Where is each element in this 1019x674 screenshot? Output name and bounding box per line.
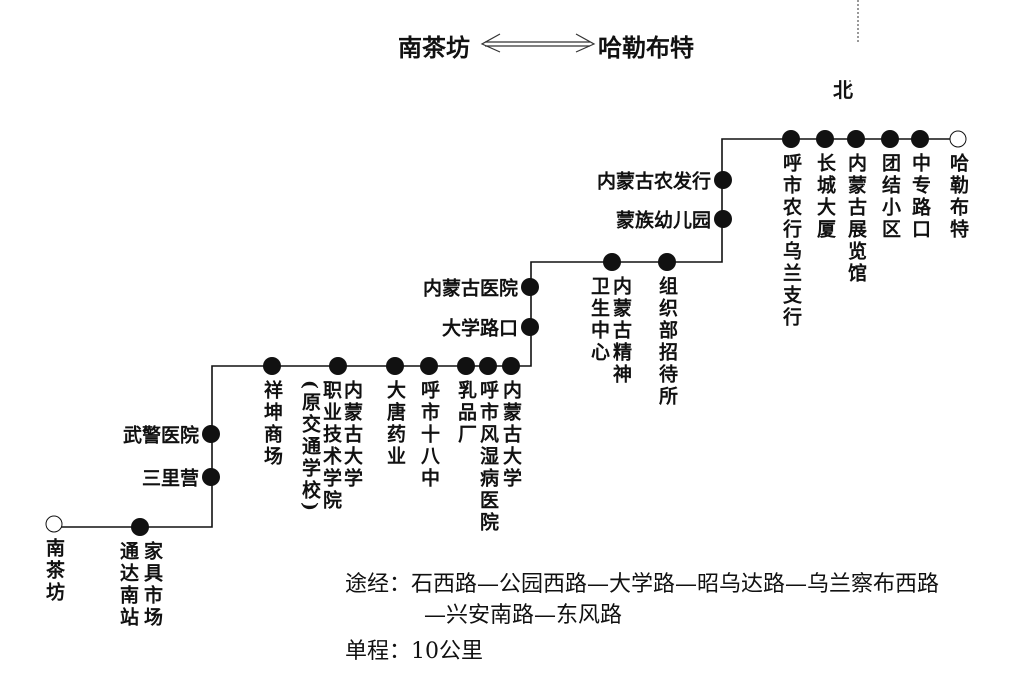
destination-title: 哈勒布特 bbox=[598, 33, 694, 62]
station-label: 三里营 bbox=[141, 467, 199, 490]
station-label: 团结小区 bbox=[879, 153, 901, 241]
station-label: 职业技术学院 bbox=[320, 380, 342, 512]
stop-marker bbox=[847, 130, 865, 148]
stop-marker bbox=[603, 253, 621, 271]
station-label: 武警医院 bbox=[122, 424, 199, 447]
station-label: 中专路口 bbox=[909, 153, 931, 241]
station-label: 乳品厂 bbox=[455, 380, 477, 446]
stop-marker bbox=[714, 171, 732, 189]
stop-marker bbox=[131, 518, 149, 536]
north-label: 北 bbox=[833, 78, 853, 102]
station-label: 内蒙古精神 bbox=[610, 276, 632, 386]
north-arrow bbox=[849, 0, 859, 92]
station-label: 南茶坊 bbox=[43, 538, 65, 604]
station-label: 家具市场 bbox=[141, 541, 163, 629]
stop-marker bbox=[202, 468, 220, 486]
station-label: 呼市风湿病医院 bbox=[477, 380, 499, 534]
stop-marker bbox=[714, 210, 732, 228]
route-via-line1: 途经：石西路—公园西路—大学路—昭乌达路—乌兰察布西路 bbox=[345, 572, 940, 597]
stop-marker bbox=[782, 130, 800, 148]
station-label: 组织部招待所 bbox=[656, 276, 678, 408]
route-distance: 单程：10公里 bbox=[345, 639, 483, 664]
origin-title: 南茶坊 bbox=[398, 33, 470, 62]
station-label: 内蒙古展览馆 bbox=[845, 153, 867, 285]
stop-marker bbox=[479, 357, 497, 375]
terminal-stop-marker bbox=[949, 130, 967, 148]
station-label: 通达南站 bbox=[117, 541, 139, 629]
terminal-stop-marker bbox=[45, 515, 63, 533]
station-label: 长城大厦 bbox=[814, 153, 836, 241]
stop-marker bbox=[502, 357, 520, 375]
route-via-line2: —兴安南路—东风路 bbox=[424, 603, 623, 628]
station-label: 内蒙古大学 bbox=[500, 380, 522, 490]
stop-marker bbox=[329, 357, 347, 375]
stop-marker bbox=[202, 425, 220, 443]
station-label: 内蒙古大学 bbox=[341, 380, 363, 490]
stop-marker bbox=[386, 357, 404, 375]
stop-marker bbox=[457, 357, 475, 375]
station-label: (原交通学校) bbox=[299, 380, 321, 514]
stop-marker bbox=[263, 357, 281, 375]
station-label: 大唐药业 bbox=[384, 380, 406, 468]
station-label: 内蒙古农发行 bbox=[596, 170, 711, 193]
station-label: 内蒙古医院 bbox=[422, 277, 518, 300]
stop-marker bbox=[816, 130, 834, 148]
station-label: 蒙族幼儿园 bbox=[615, 209, 711, 232]
direction-arrow bbox=[480, 33, 596, 53]
route-line bbox=[54, 138, 958, 528]
stop-marker bbox=[521, 318, 539, 336]
station-label: 大学路口 bbox=[441, 317, 518, 340]
station-label: 呼市农行乌兰支行 bbox=[780, 153, 802, 329]
station-label: 祥坤商场 bbox=[261, 380, 283, 468]
station-label: 卫生中心 bbox=[588, 276, 610, 364]
stop-marker bbox=[658, 253, 676, 271]
stop-marker bbox=[420, 357, 438, 375]
station-label: 哈勒布特 bbox=[947, 153, 969, 241]
stop-marker bbox=[521, 278, 539, 296]
stop-marker bbox=[911, 130, 929, 148]
station-label: 呼市十八中 bbox=[418, 380, 440, 490]
stop-marker bbox=[881, 130, 899, 148]
